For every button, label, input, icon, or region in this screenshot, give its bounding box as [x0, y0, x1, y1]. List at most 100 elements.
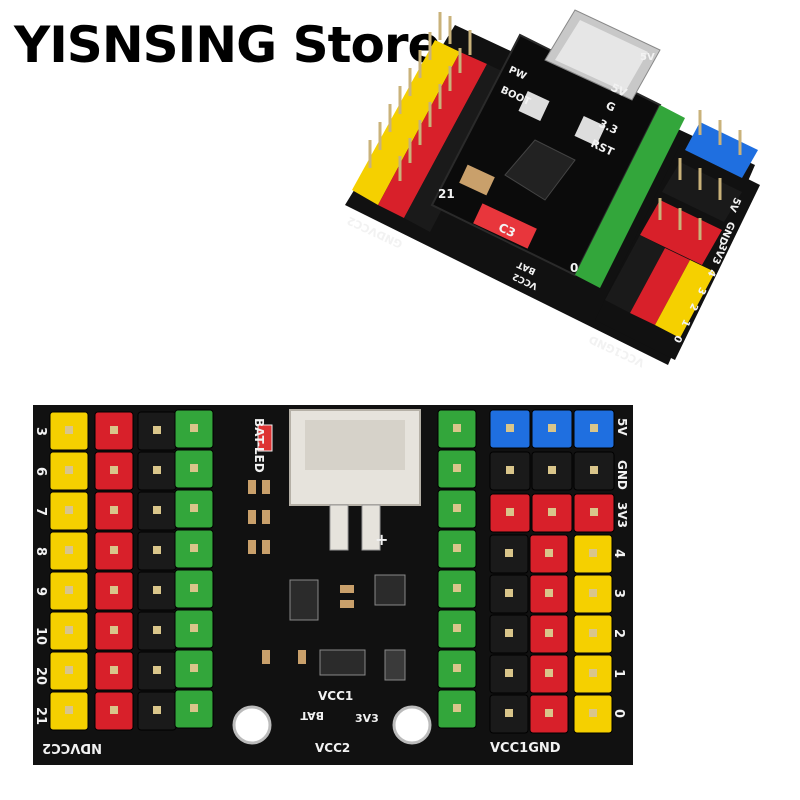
reset-button — [574, 115, 606, 147]
svg-text:21: 21 — [438, 187, 455, 201]
right-yellow-header — [573, 534, 613, 734]
left-yellow-header-pin-contact — [65, 506, 73, 514]
left-red-header-pin-contact — [110, 546, 118, 554]
top-red-header-pin-contact — [548, 508, 556, 516]
top-blue-header — [489, 409, 615, 449]
right-yellow-header-pin-contact — [589, 709, 597, 717]
left-pin-label: 6 — [33, 467, 48, 476]
left-black-header-pin-contact — [153, 546, 161, 554]
right-red-header-pin-contact — [545, 549, 553, 557]
left-black-header-pin-contact — [153, 506, 161, 514]
top-board: C3 5V G 3.3 RST PW BOOT 21 0 VCC2 BAT GN… — [345, 9, 760, 370]
top-black-header-pin-contact — [548, 466, 556, 474]
svg-text:4: 4 — [705, 267, 718, 278]
svg-text:5V: 5V — [640, 52, 655, 63]
bottom-board: BAT-LED VCC1 BAT 3V3 VCC2 + NDVCC2 VCC1G… — [33, 405, 633, 765]
svg-text:5V: 5V — [609, 81, 630, 100]
left-pin-label: 20 — [33, 667, 48, 685]
left-green-header-pin-contact — [190, 624, 198, 632]
left-black-header-pin-contact — [153, 586, 161, 594]
left-black-header — [137, 411, 177, 731]
right-pin-label: 2 — [611, 629, 626, 638]
right-black-header-pin-contact — [505, 549, 513, 557]
right-red-header-pin-contact — [545, 669, 553, 677]
top-black-header-pin-contact — [590, 466, 598, 474]
mounting-hole-left — [232, 705, 272, 745]
left-green-header-pin-contact — [190, 504, 198, 512]
left-pin-label: 9 — [33, 587, 48, 596]
left-green-header-pin-contact — [190, 544, 198, 552]
right-black-header-pin-contact — [505, 709, 513, 717]
right-green-header-pin-contact — [453, 584, 461, 592]
left-green-header — [174, 409, 214, 729]
v3v3-label: 3V3 — [355, 712, 379, 725]
right-yellow-header-pin-contact — [589, 669, 597, 677]
vcc2-label: VCC2 — [315, 741, 350, 755]
right-green-header-pin-contact — [453, 464, 461, 472]
left-black-header-pin-contact — [153, 426, 161, 434]
left-pin-label: 3 — [33, 427, 48, 436]
top-pins — [368, 12, 472, 181]
left-yellow-header-pin-contact — [65, 706, 73, 714]
left-black-header-pin-contact — [153, 706, 161, 714]
mounting-hole-right — [392, 705, 432, 745]
right-pin-label: 0 — [611, 709, 626, 718]
chip-label: C3 — [496, 220, 517, 240]
svg-text:3: 3 — [695, 285, 708, 296]
right-header-label: 3V3 — [615, 502, 629, 528]
left-green-header-pin-contact — [190, 424, 198, 432]
right-green-header-pin-contact — [453, 424, 461, 432]
right-black-header-pin-contact — [505, 669, 513, 677]
left-yellow-header-pin-contact — [65, 426, 73, 434]
left-yellow-header-pin-contact — [65, 546, 73, 554]
svg-text:2: 2 — [687, 301, 700, 312]
right-green-header-pin-contact — [453, 664, 461, 672]
left-pin-label: 7 — [33, 507, 48, 516]
left-pin-label: 8 — [33, 547, 48, 556]
right-pin-label: 4 — [611, 549, 626, 558]
right-red-header-pin-contact — [545, 629, 553, 637]
bottom-right-label: VCC1GND — [490, 741, 561, 756]
right-red-header — [529, 534, 569, 734]
top-blue-header-pin-contact — [590, 424, 598, 432]
left-pin-label: 10 — [33, 627, 48, 645]
left-red-header-pin-contact — [110, 586, 118, 594]
svg-text:0: 0 — [671, 333, 684, 344]
left-yellow-header-pin-contact — [65, 466, 73, 474]
left-pin-label: 21 — [33, 707, 48, 725]
right-yellow-header-pin-contact — [589, 589, 597, 597]
boot-button — [518, 90, 550, 122]
right-black-header — [489, 534, 529, 734]
left-red-header — [94, 411, 134, 731]
left-red-header-pin-contact — [110, 626, 118, 634]
right-red-header-pin-contact — [545, 709, 553, 717]
bat-label: BAT — [300, 709, 324, 722]
right-pin-label: 1 — [611, 669, 626, 678]
bat-led — [257, 424, 273, 452]
crystal — [459, 164, 495, 196]
right-green-header — [437, 409, 477, 729]
right-red-header-pin-contact — [545, 589, 553, 597]
right-green-header-pin-contact — [453, 504, 461, 512]
right-green-header-pin-contact — [453, 624, 461, 632]
left-green-header-pin-contact — [190, 664, 198, 672]
left-yellow-header — [49, 411, 89, 731]
bottom-left-label: NDVCC2 — [42, 740, 102, 755]
left-black-header-pin-contact — [153, 466, 161, 474]
svg-text:0: 0 — [570, 261, 578, 275]
left-red-header-pin-contact — [110, 466, 118, 474]
top-red-header-pin-contact — [506, 508, 514, 516]
right-header-label: 5V — [615, 418, 629, 436]
left-green-header-pin-contact — [190, 464, 198, 472]
right-header-label: GND — [615, 460, 629, 490]
svg-text:+: + — [375, 530, 388, 549]
left-red-header-pin-contact — [110, 666, 118, 674]
top-chip — [504, 139, 576, 201]
antenna-label — [473, 203, 537, 249]
right-black-header-pin-contact — [505, 589, 513, 597]
left-red-header-pin-contact — [110, 706, 118, 714]
store-title: YISNSING Store — [14, 16, 441, 74]
left-black-header-pin-contact — [153, 666, 161, 674]
top-blue-header-pin-contact — [506, 424, 514, 432]
bat-led-label: BAT-LED — [252, 418, 266, 473]
